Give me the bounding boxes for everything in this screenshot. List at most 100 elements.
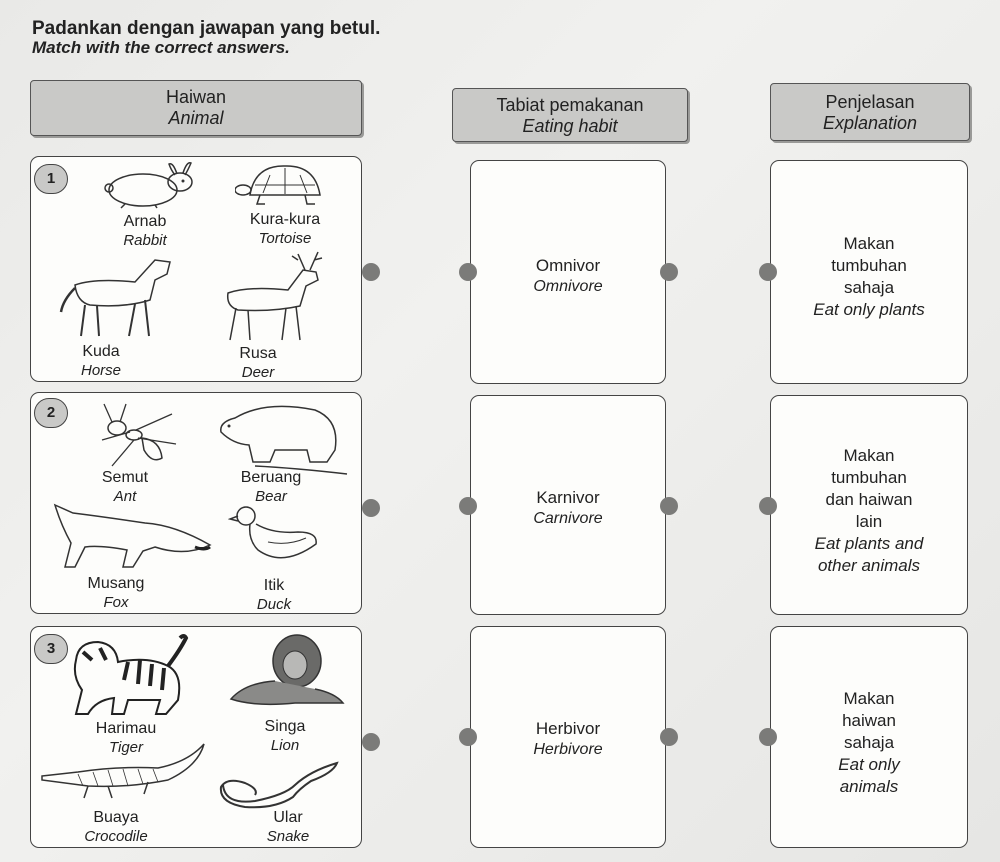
animal-group-1 — [30, 156, 362, 382]
eating-habit-malay: Herbivor — [535, 719, 601, 738]
animal-name-english: Ant — [113, 488, 137, 505]
animal-name-english: Crocodile — [84, 828, 148, 845]
animal-name-malay: Semut — [101, 469, 149, 486]
header-eating-habit-english: Eating habit — [522, 116, 618, 136]
animal-label-bear: Beruang Bear — [211, 468, 331, 506]
explanation-box-1 — [770, 160, 968, 384]
explanation-malay-line: Makan — [843, 234, 895, 253]
instruction-english: Match with the correct answers. — [32, 38, 290, 57]
header-animal-english: Animal — [168, 108, 224, 128]
animal-label-tiger: Harimau Tiger — [66, 719, 186, 757]
explanation-plants-and-animals: Makan tumbuhan dan haiwan lain Eat plant… — [770, 445, 968, 577]
animal-label-horse: Kuda Horse — [41, 342, 161, 380]
animal-label-lion: Singa Lion — [225, 717, 345, 755]
explanation-box-3 — [770, 626, 968, 848]
eating-habit-carnivore: Karnivor Carnivore — [470, 487, 666, 529]
explanation-malay-line: tumbuhan — [831, 256, 907, 275]
animal-name-malay: Harimau — [95, 720, 157, 737]
group-number-1: 1 — [34, 164, 68, 194]
header-animal-malay: Haiwan — [165, 87, 227, 107]
animal-label-snake: Ular Snake — [228, 808, 348, 846]
explanation-malay-line: Makan — [843, 689, 895, 708]
match-dot-animal-1[interactable] — [362, 263, 380, 281]
animal-name-malay: Itik — [263, 577, 285, 594]
animal-label-crocodile: Buaya Crocodile — [56, 808, 176, 846]
header-eating-habit: Tabiat pemakanan Eating habit — [452, 88, 688, 142]
match-dot-habit-right-1[interactable] — [660, 263, 678, 281]
animal-label-fox: Musang Fox — [56, 574, 176, 612]
match-dot-habit-right-2[interactable] — [660, 497, 678, 515]
animal-name-english: Deer — [241, 364, 275, 381]
bear-icon — [220, 405, 348, 475]
animal-group-2 — [30, 392, 362, 614]
explanation-malay-line: dan haiwan — [825, 490, 913, 509]
animal-name-english: Duck — [256, 596, 292, 613]
animal-name-malay: Musang — [87, 575, 145, 592]
match-dot-explanation-2[interactable] — [759, 497, 777, 515]
eating-habit-english: Omnivore — [533, 278, 603, 295]
fox-icon — [53, 503, 212, 568]
animal-label-ant: Semut Ant — [65, 468, 185, 506]
explanation-malay-line: sahaja — [843, 733, 895, 752]
match-dot-animal-2[interactable] — [362, 499, 380, 517]
animal-name-english: Snake — [266, 828, 310, 845]
explanation-box-2 — [770, 395, 968, 615]
group-number-3: 3 — [34, 634, 68, 664]
header-explanation-malay: Penjelasan — [825, 92, 915, 112]
group-number-2: 2 — [34, 398, 68, 428]
explanation-animals-only: Makan haiwan sahaja Eat only animals — [770, 688, 968, 798]
eating-habit-malay: Karnivor — [536, 488, 600, 507]
explanation-english-line: Eat plants and — [814, 534, 924, 553]
match-dot-habit-left-3[interactable] — [459, 728, 477, 746]
animal-name-english: Tiger — [108, 739, 144, 756]
header-animal: Haiwan Animal — [30, 80, 362, 136]
animal-name-malay: Buaya — [93, 809, 139, 826]
crocodile-icon — [41, 743, 205, 799]
ant-icon — [101, 403, 177, 467]
horse-icon — [59, 259, 171, 337]
explanation-malay-line: haiwan — [842, 711, 896, 730]
lion-icon — [229, 634, 345, 706]
eating-habit-box-3 — [470, 626, 666, 848]
eating-habit-english: Carnivore — [533, 510, 603, 527]
header-explanation-english: Explanation — [822, 113, 918, 133]
animal-name-english: Fox — [103, 594, 129, 611]
explanation-malay-line: lain — [855, 512, 883, 531]
eating-habit-box-2 — [470, 395, 666, 615]
animal-name-english: Lion — [270, 737, 300, 754]
match-dot-habit-right-3[interactable] — [660, 728, 678, 746]
animal-name-english: Horse — [80, 362, 121, 379]
animal-name-malay: Arnab — [123, 213, 167, 230]
duck-icon — [228, 506, 317, 559]
header-explanation: Penjelasan Explanation — [770, 83, 970, 141]
eating-habit-herbivore: Herbivor Herbivore — [470, 718, 666, 760]
animal-name-english: Rabbit — [123, 232, 167, 249]
instruction-malay: Padankan dengan jawapan yang betul. — [32, 18, 381, 39]
animal-label-duck: Itik Duck — [214, 576, 334, 614]
match-dot-habit-left-2[interactable] — [459, 497, 477, 515]
animal-label-deer: Rusa Deer — [198, 344, 318, 382]
explanation-english-line: animals — [839, 777, 899, 796]
animal-label-rabbit: Arnab Rabbit — [85, 212, 205, 250]
animal-name-malay: Ular — [273, 809, 303, 826]
animal-name-malay: Beruang — [240, 469, 302, 486]
animal-name-malay: Singa — [264, 718, 306, 735]
eating-habit-omnivore: Omnivor Omnivore — [470, 255, 666, 297]
animal-name-english: Bear — [255, 488, 287, 505]
explanation-malay-line: tumbuhan — [831, 468, 907, 487]
eating-habit-box-1 — [470, 160, 666, 384]
match-dot-animal-3[interactable] — [362, 733, 380, 751]
animal-name-malay: Kuda — [82, 343, 120, 360]
animal-name-malay: Rusa — [239, 345, 277, 362]
match-dot-explanation-3[interactable] — [759, 728, 777, 746]
eating-habit-english: Herbivore — [533, 741, 603, 758]
explanation-english-line: Eat only plants — [813, 300, 925, 319]
match-dot-habit-left-1[interactable] — [459, 263, 477, 281]
snake-icon — [219, 761, 339, 809]
eating-habit-malay: Omnivor — [535, 256, 601, 275]
explanation-english-line: Eat only — [838, 755, 900, 774]
explanation-malay-line: Makan — [843, 446, 895, 465]
explanation-malay-line: sahaja — [843, 278, 895, 297]
match-dot-explanation-1[interactable] — [759, 263, 777, 281]
explanation-plants-only: Makan tumbuhan sahaja Eat only plants — [770, 233, 968, 321]
